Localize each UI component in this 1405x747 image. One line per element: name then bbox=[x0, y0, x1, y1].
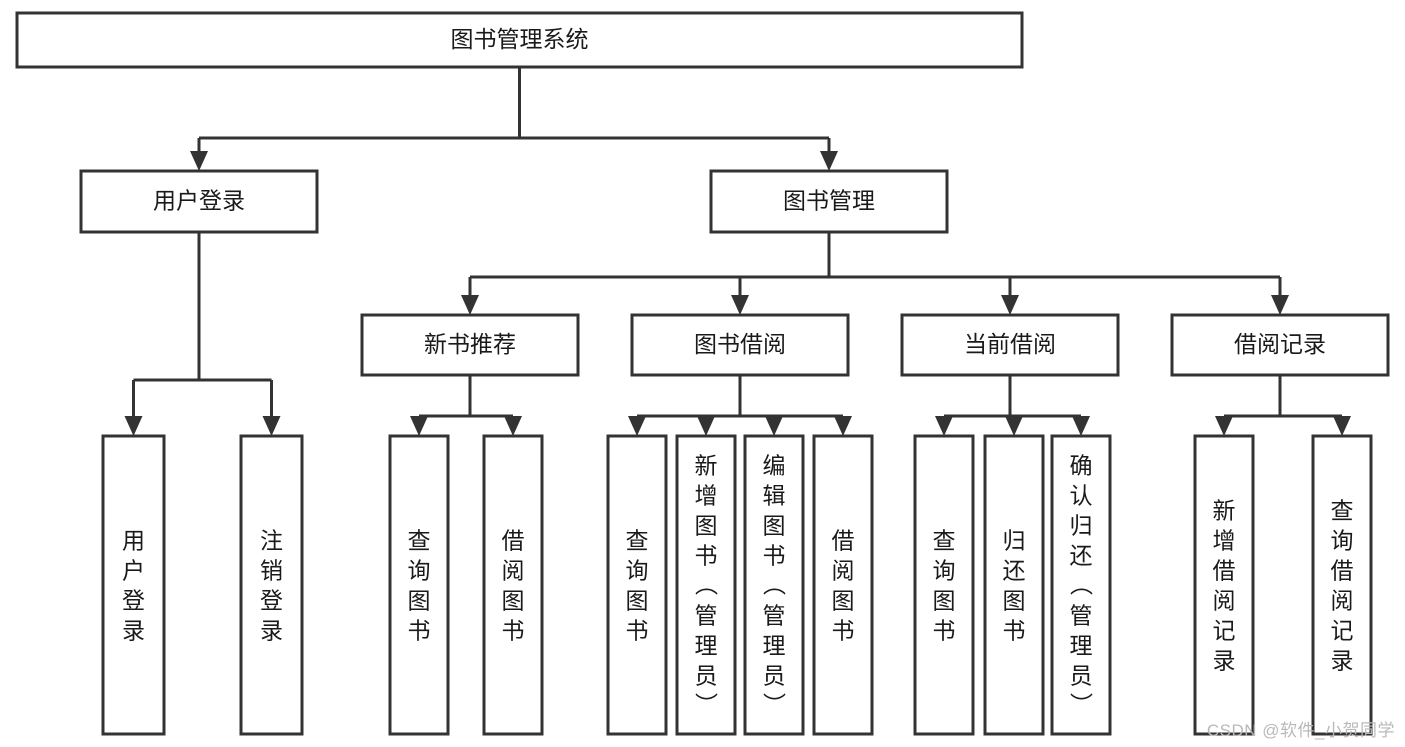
arrow-head-icon bbox=[935, 416, 953, 436]
node-box[interactable] bbox=[79, 169, 319, 234]
node-label: 查询借阅记录 bbox=[1331, 497, 1354, 673]
node-box[interactable] bbox=[239, 434, 304, 736]
node-leaf-add-record[interactable]: 新增借阅记录 bbox=[1193, 434, 1255, 736]
node-label: 新增借阅记录 bbox=[1213, 497, 1236, 673]
node-borrow-record[interactable]: 借阅记录 bbox=[1170, 313, 1390, 377]
node-box[interactable] bbox=[709, 169, 949, 234]
arrow-head-icon bbox=[731, 295, 749, 315]
node-box[interactable] bbox=[606, 434, 668, 736]
node-root-root[interactable]: 图书管理系统 bbox=[15, 11, 1024, 69]
watermark-label: CSDN @软件_小贺同学 bbox=[1206, 721, 1395, 740]
arrow-head-icon bbox=[461, 295, 479, 315]
arrow-head-icon bbox=[765, 416, 783, 436]
node-label: 用户登录 bbox=[122, 527, 145, 643]
node-box[interactable] bbox=[482, 434, 544, 736]
node-box[interactable] bbox=[15, 11, 1024, 69]
node-label: 查询图书 bbox=[408, 527, 431, 643]
arrow-head-icon bbox=[834, 416, 852, 436]
arrow-head-icon bbox=[1072, 416, 1090, 436]
node-leaf-add-book[interactable]: 新增图书（管理员） bbox=[675, 434, 737, 736]
node-label: 查询图书 bbox=[626, 527, 649, 643]
node-label: 查询图书 bbox=[933, 527, 956, 643]
arrow-head-icon bbox=[1271, 295, 1289, 315]
arrow-head-icon bbox=[410, 416, 428, 436]
node-label: 借阅记录 bbox=[1234, 331, 1326, 357]
node-box[interactable] bbox=[630, 313, 850, 377]
edges-layer bbox=[124, 67, 1351, 436]
arrow-head-icon bbox=[262, 416, 281, 436]
node-label: 用户登录 bbox=[153, 188, 245, 214]
node-box[interactable] bbox=[743, 434, 805, 736]
node-leaf-logout[interactable]: 注销登录 bbox=[239, 434, 304, 736]
node-leaf-confirm-return[interactable]: 确认归还（管理员） bbox=[1050, 434, 1112, 736]
nodes-layer: 图书管理系统用户登录图书管理新书推荐图书借阅当前借阅借阅记录用户登录注销登录查询… bbox=[15, 11, 1390, 736]
node-leaf-edit-book[interactable]: 编辑图书（管理员） bbox=[743, 434, 805, 736]
node-box[interactable] bbox=[1311, 434, 1373, 736]
node-label: 借阅图书 bbox=[502, 527, 525, 643]
node-label: 图书借阅 bbox=[694, 331, 786, 357]
node-box[interactable] bbox=[913, 434, 975, 736]
node-box[interactable] bbox=[900, 313, 1120, 377]
node-new-book-recommend[interactable]: 新书推荐 bbox=[360, 313, 580, 377]
node-book-management[interactable]: 图书管理 bbox=[709, 169, 949, 234]
node-box[interactable] bbox=[388, 434, 450, 736]
node-label: 当前借阅 bbox=[964, 331, 1056, 357]
node-box[interactable] bbox=[812, 434, 874, 736]
node-label: 图书管理系统 bbox=[451, 26, 589, 52]
node-box[interactable] bbox=[1170, 313, 1390, 377]
arrow-head-icon bbox=[628, 416, 646, 436]
node-leaf-borrow-book-1[interactable]: 借阅图书 bbox=[482, 434, 544, 736]
node-leaf-query-book-3[interactable]: 查询图书 bbox=[913, 434, 975, 736]
node-box[interactable] bbox=[1193, 434, 1255, 736]
node-user-login[interactable]: 用户登录 bbox=[79, 169, 319, 234]
arrow-head-icon bbox=[124, 416, 143, 436]
node-box[interactable] bbox=[101, 434, 166, 736]
node-book-borrow[interactable]: 图书借阅 bbox=[630, 313, 850, 377]
node-box[interactable] bbox=[675, 434, 737, 736]
node-label: 归还图书 bbox=[1003, 527, 1026, 643]
node-leaf-query-book-1[interactable]: 查询图书 bbox=[388, 434, 450, 736]
node-label: 图书管理 bbox=[783, 188, 875, 214]
arrow-head-icon bbox=[504, 416, 522, 436]
node-box[interactable] bbox=[1050, 434, 1112, 736]
node-leaf-query-book-2[interactable]: 查询图书 bbox=[606, 434, 668, 736]
node-label: 借阅图书 bbox=[832, 527, 855, 643]
node-label: 新书推荐 bbox=[424, 331, 516, 357]
arrow-head-icon bbox=[1215, 416, 1233, 436]
node-label: 编辑图书（管理员） bbox=[763, 452, 787, 718]
node-box[interactable] bbox=[360, 313, 580, 377]
node-current-borrow[interactable]: 当前借阅 bbox=[900, 313, 1120, 377]
arrow-head-icon bbox=[190, 151, 208, 171]
node-leaf-return-book[interactable]: 归还图书 bbox=[983, 434, 1045, 736]
node-label: 确认归还（管理员） bbox=[1070, 452, 1094, 718]
node-label: 新增图书（管理员） bbox=[695, 452, 719, 718]
arrow-head-icon bbox=[697, 416, 715, 436]
node-label: 注销登录 bbox=[260, 527, 283, 643]
arrow-head-icon bbox=[1005, 416, 1023, 436]
arrow-head-icon bbox=[820, 151, 838, 171]
node-leaf-borrow-book-2[interactable]: 借阅图书 bbox=[812, 434, 874, 736]
node-leaf-query-record[interactable]: 查询借阅记录 bbox=[1311, 434, 1373, 736]
arrow-head-icon bbox=[1001, 295, 1019, 315]
arrow-head-icon bbox=[1333, 416, 1351, 436]
node-leaf-user-login[interactable]: 用户登录 bbox=[101, 434, 166, 736]
node-box[interactable] bbox=[983, 434, 1045, 736]
